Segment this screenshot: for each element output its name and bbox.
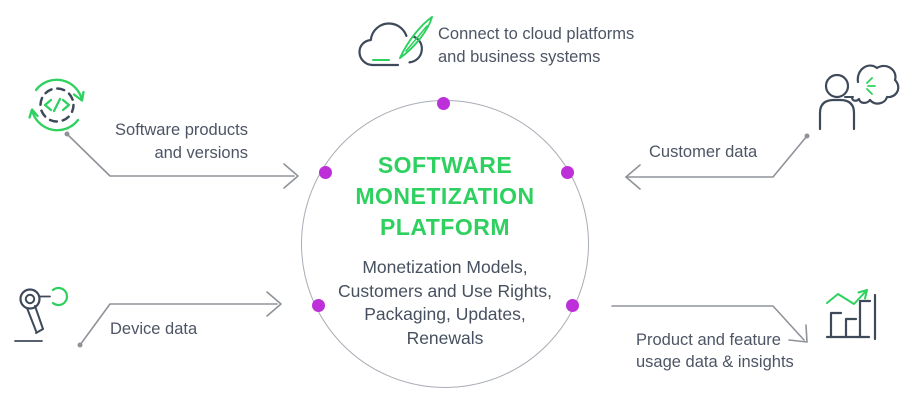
platform-title-line: SOFTWARE <box>377 152 513 178</box>
cloud-pen-icon <box>358 16 433 67</box>
usage-label-line: usage data & insights <box>636 353 794 371</box>
usage-label-line: Product and feature <box>636 331 781 349</box>
customer-chat-icon <box>818 64 900 131</box>
platform-subtitle: Monetization Models, Customers and Use R… <box>301 256 589 350</box>
connection-dot-right-upper <box>560 165 574 179</box>
connection-dot-right-lower <box>565 298 579 312</box>
software-label: Software products and versions <box>60 119 248 165</box>
platform-subtitle-line: Renewals <box>406 327 484 348</box>
cloud-label-line: Connect to cloud platforms <box>438 25 635 43</box>
platform-subtitle-line: Customers and Use Rights, <box>338 280 552 301</box>
platform-text: SOFTWARE MONETIZATION PLATFORM Monetizat… <box>301 100 589 350</box>
connection-dot-top <box>436 96 450 110</box>
platform-title-line: MONETIZATION <box>355 183 535 209</box>
platform-subtitle-line: Packaging, Updates, <box>364 304 526 324</box>
cloud-label-line: and business systems <box>438 48 601 66</box>
platform-circle <box>301 100 589 388</box>
device-label-line: Device data <box>110 320 198 338</box>
software-label-line: Software products <box>115 121 248 139</box>
usage-chart-icon <box>825 289 877 341</box>
customer-label-line: Customer data <box>649 143 758 161</box>
customer-label: Customer data <box>649 141 757 164</box>
platform-subtitle-line: Monetization Models, <box>362 257 528 277</box>
software-label-line: and versions <box>154 144 248 162</box>
usage-label: Product and feature usage data & insight… <box>636 329 794 373</box>
device-label: Device data <box>110 318 197 341</box>
connection-dot-left-upper <box>318 165 332 179</box>
device-sensor-icon <box>14 286 69 342</box>
platform-title-line: PLATFORM <box>379 214 511 240</box>
code-refresh-icon <box>28 78 85 132</box>
cloud-label: Connect to cloud platforms and business … <box>438 23 634 69</box>
platform-title: SOFTWARE MONETIZATION PLATFORM <box>301 150 589 243</box>
connection-dot-left-lower <box>311 298 325 312</box>
